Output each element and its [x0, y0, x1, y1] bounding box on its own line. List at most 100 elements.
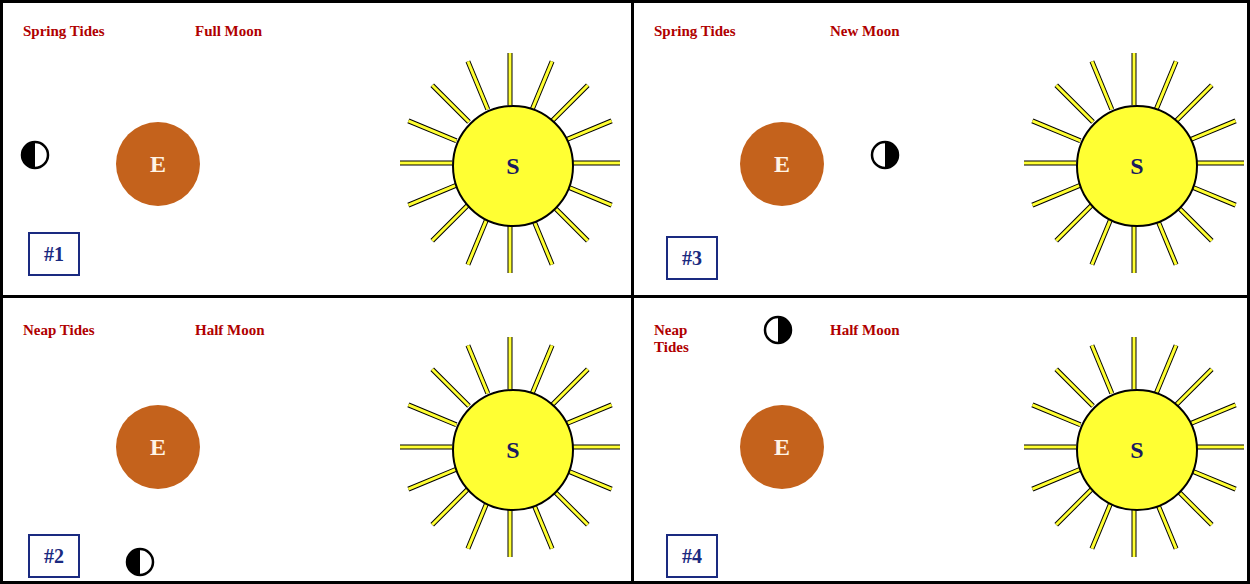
callout-number: #3: [682, 247, 702, 270]
sun-ray: [1175, 369, 1212, 406]
sun-ray: [1192, 445, 1244, 450]
sun-circle: S: [452, 105, 574, 227]
sun-ray: [568, 162, 620, 165]
sun-ray: [508, 337, 513, 389]
sun-ray: [1188, 405, 1236, 425]
sun-ray: [1133, 53, 1136, 105]
body-letter: S: [506, 437, 519, 464]
callout-number: #2: [44, 545, 64, 568]
diagram-number: #4: [666, 534, 718, 578]
sun-ray: [1092, 61, 1112, 109]
sun-ray: [1032, 121, 1080, 141]
sun-ray: [564, 469, 612, 489]
sun-ray: [432, 204, 469, 241]
sun-ray: [468, 217, 488, 265]
moon-shadow: [127, 549, 140, 575]
earth-circle: E: [116, 122, 200, 206]
sun-ray: [1192, 161, 1244, 166]
sun-ray: [1156, 217, 1176, 265]
sun-ray: [551, 369, 588, 406]
sun-ray: [564, 121, 612, 141]
body-letter: S: [1130, 153, 1143, 180]
sun-ray: [508, 505, 513, 557]
sun-ray: [532, 217, 552, 265]
sun-ray: [432, 85, 469, 122]
sun-ray: [400, 445, 452, 450]
sun-ray: [400, 446, 452, 449]
moon-symbols: [22, 142, 898, 575]
sun-ray: [1092, 61, 1112, 109]
sun-ray: [551, 204, 588, 241]
sun-ray: [1032, 405, 1080, 425]
sun-ray: [1092, 501, 1112, 549]
moon-symbol: [127, 549, 153, 575]
sun-ray: [408, 121, 456, 141]
moon-symbol: [872, 142, 898, 168]
sun-ray: [568, 445, 620, 450]
sun-ray: [551, 369, 588, 406]
sun-ray: [568, 161, 620, 166]
sun-ray: [564, 405, 612, 425]
moon-shadow: [22, 142, 35, 168]
sun-ray: [1032, 121, 1080, 141]
diagram-number: #3: [666, 236, 718, 280]
sun-ray: [1056, 204, 1093, 241]
body-letter: E: [150, 151, 166, 178]
body-letter: S: [506, 153, 519, 180]
sun-ray: [509, 337, 512, 389]
sun-ray: [509, 221, 512, 273]
sun-ray: [432, 369, 469, 406]
sun-ray: [1156, 61, 1176, 109]
sun-ray: [551, 204, 588, 241]
sun-ray: [551, 488, 588, 525]
sun-ray: [1092, 217, 1112, 265]
sun-ray: [1175, 204, 1212, 241]
sun-ray: [532, 61, 552, 109]
sun-ray: [1175, 85, 1212, 122]
sun-ray: [1175, 488, 1212, 525]
sun-ray: [508, 53, 513, 105]
sun-ray: [1056, 488, 1093, 525]
callout-number: #4: [682, 545, 702, 568]
sun-ray: [432, 488, 469, 525]
sun-ray: [1156, 345, 1176, 393]
sun-ray: [1092, 217, 1112, 265]
sun-ray: [432, 85, 469, 122]
sun-ray: [532, 61, 552, 109]
sun-ray: [1188, 185, 1236, 205]
sun-ray: [1092, 345, 1112, 393]
sun-ray: [1188, 469, 1236, 489]
sun-ray: [1024, 446, 1076, 449]
sun-ray: [1092, 501, 1112, 549]
sun-ray: [1175, 488, 1212, 525]
sun-ray: [408, 121, 456, 141]
earth-circle: E: [740, 405, 824, 489]
sun-ray: [408, 185, 456, 205]
sun-ray: [508, 221, 513, 273]
sun-ray: [408, 469, 456, 489]
sun-ray: [551, 488, 588, 525]
moon-shadow: [885, 142, 898, 168]
tide-type: Neap Tides: [23, 322, 95, 339]
sun-ray: [564, 469, 612, 489]
sun-ray: [509, 505, 512, 557]
sun-ray: [1132, 337, 1137, 389]
diagram-number: #1: [28, 232, 80, 276]
sun-ray: [564, 185, 612, 205]
sun-ray: [432, 369, 469, 406]
sun-ray: [1056, 369, 1093, 406]
sun-ray: [551, 85, 588, 122]
sun-ray: [532, 501, 552, 549]
sun-ray: [1024, 161, 1076, 166]
sun-ray: [1132, 505, 1137, 557]
sun-ray: [509, 53, 512, 105]
sun-ray: [1188, 121, 1236, 141]
sun-circle: S: [1076, 389, 1198, 511]
body-letter: E: [150, 434, 166, 461]
sun-ray: [1156, 501, 1176, 549]
sun-ray: [1156, 501, 1176, 549]
sun-ray: [1132, 221, 1137, 273]
sun-ray: [1156, 61, 1176, 109]
sun-ray: [468, 61, 488, 109]
